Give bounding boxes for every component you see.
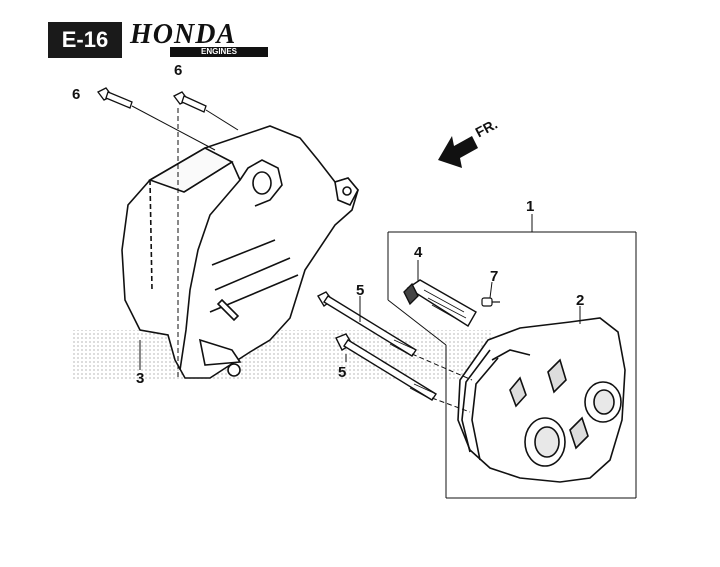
bolt-5-lower — [335, 333, 437, 401]
front-direction-arrow — [438, 136, 478, 168]
bolt-6-left — [97, 87, 133, 109]
brand-subtitle: ENGINES — [200, 47, 237, 56]
callout-4: 4 — [414, 244, 423, 261]
callout-5-upper: 5 — [356, 282, 365, 299]
bolt-5-upper — [317, 291, 417, 357]
honda-watermark — [72, 330, 492, 380]
brand-wordmark: HONDA — [130, 19, 237, 50]
callout-1: 1 — [526, 198, 535, 215]
muffler — [457, 317, 626, 483]
callout-7: 7 — [490, 268, 499, 285]
callout-2: 2 — [576, 292, 585, 309]
screw-7 — [481, 297, 500, 307]
bolt-6-right — [173, 91, 207, 113]
spark-arrester — [403, 279, 477, 327]
callout-6-left: 6 — [72, 86, 81, 103]
brand-sub-bar — [170, 47, 268, 57]
callout-6-right: 6 — [174, 62, 183, 79]
muffler-protector — [121, 125, 359, 379]
callout-3: 3 — [136, 370, 145, 387]
leader-lines — [131, 105, 637, 499]
page-code-badge: E-16 — [48, 22, 122, 58]
callout-5-lower: 5 — [338, 364, 347, 381]
honda-engines-logo: HONDA ENGINES — [130, 19, 270, 59]
